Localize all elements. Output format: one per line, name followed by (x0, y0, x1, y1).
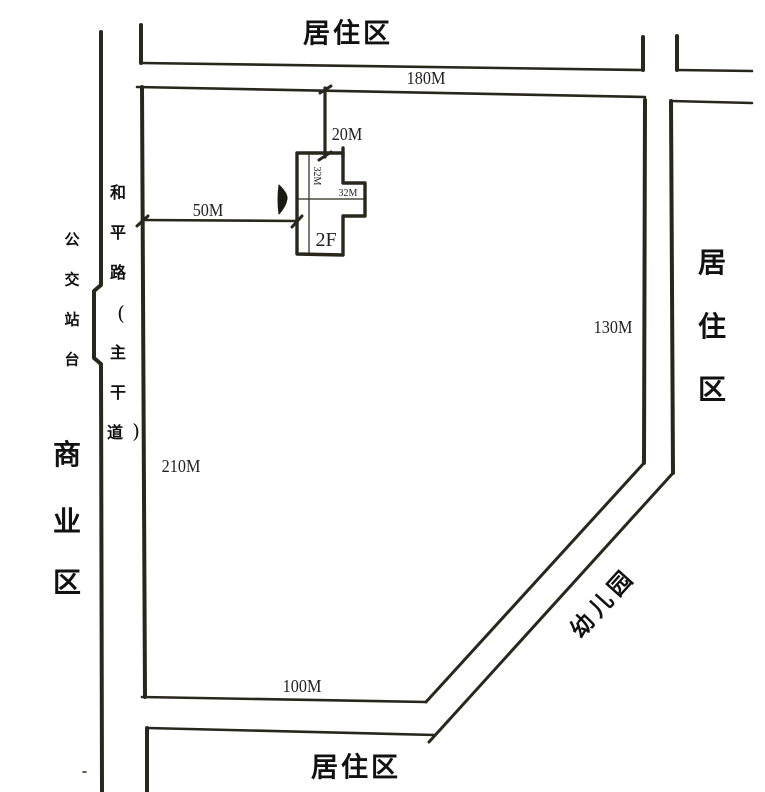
dimension-label-top: 180M (406, 68, 446, 88)
top-residential-boundary (139, 23, 645, 72)
zone-char: 区 (697, 373, 727, 406)
dimension-label-building-to-left: 50M (192, 200, 224, 220)
right-road-outer-edge (427, 99, 754, 744)
building-floors-label: 2F (315, 229, 337, 251)
zone-char: 居 (697, 246, 727, 279)
dimension-label-right: 130M (593, 317, 633, 337)
main-road-outer-edge (92, 30, 104, 792)
road-char: 主 (109, 343, 127, 362)
zone-char: 区 (52, 566, 82, 599)
dimension-label-bottom: 100M (282, 676, 322, 696)
building-depth-label: 32M (311, 166, 322, 186)
bottom-road-outer-edge (145, 726, 437, 792)
dimension-label-left: 210M (161, 456, 201, 476)
bus-stop-char: 公 (64, 230, 80, 249)
zone-char: 业 (52, 505, 82, 538)
zone-char: 商 (52, 438, 82, 471)
road-char: 道 (106, 423, 124, 442)
road-char: 和 (109, 183, 127, 202)
zone-char: 住 (697, 310, 727, 343)
zone-label-residential-top: 居住区 (303, 18, 393, 50)
building-width-label: 32M (338, 188, 358, 199)
road-char: 干 (109, 383, 127, 402)
road-char: 平 (109, 223, 127, 242)
top-right-boundary (675, 34, 754, 73)
dimension-line-20m (317, 84, 333, 162)
plot-boundary (135, 85, 647, 704)
road-char: ( (117, 301, 125, 325)
zone-label-residential-bottom: 居住区 (311, 752, 401, 784)
bus-stop-char: 交 (64, 270, 80, 289)
dimension-label-building-to-top: 20M (331, 124, 363, 144)
entrance-marker-icon (277, 184, 288, 215)
bus-stop-char: 台 (64, 350, 80, 369)
road-char: ) (132, 419, 140, 443)
building-footprint (295, 146, 367, 257)
bus-stop-char: 站 (64, 310, 80, 329)
road-char: 路 (109, 263, 127, 282)
